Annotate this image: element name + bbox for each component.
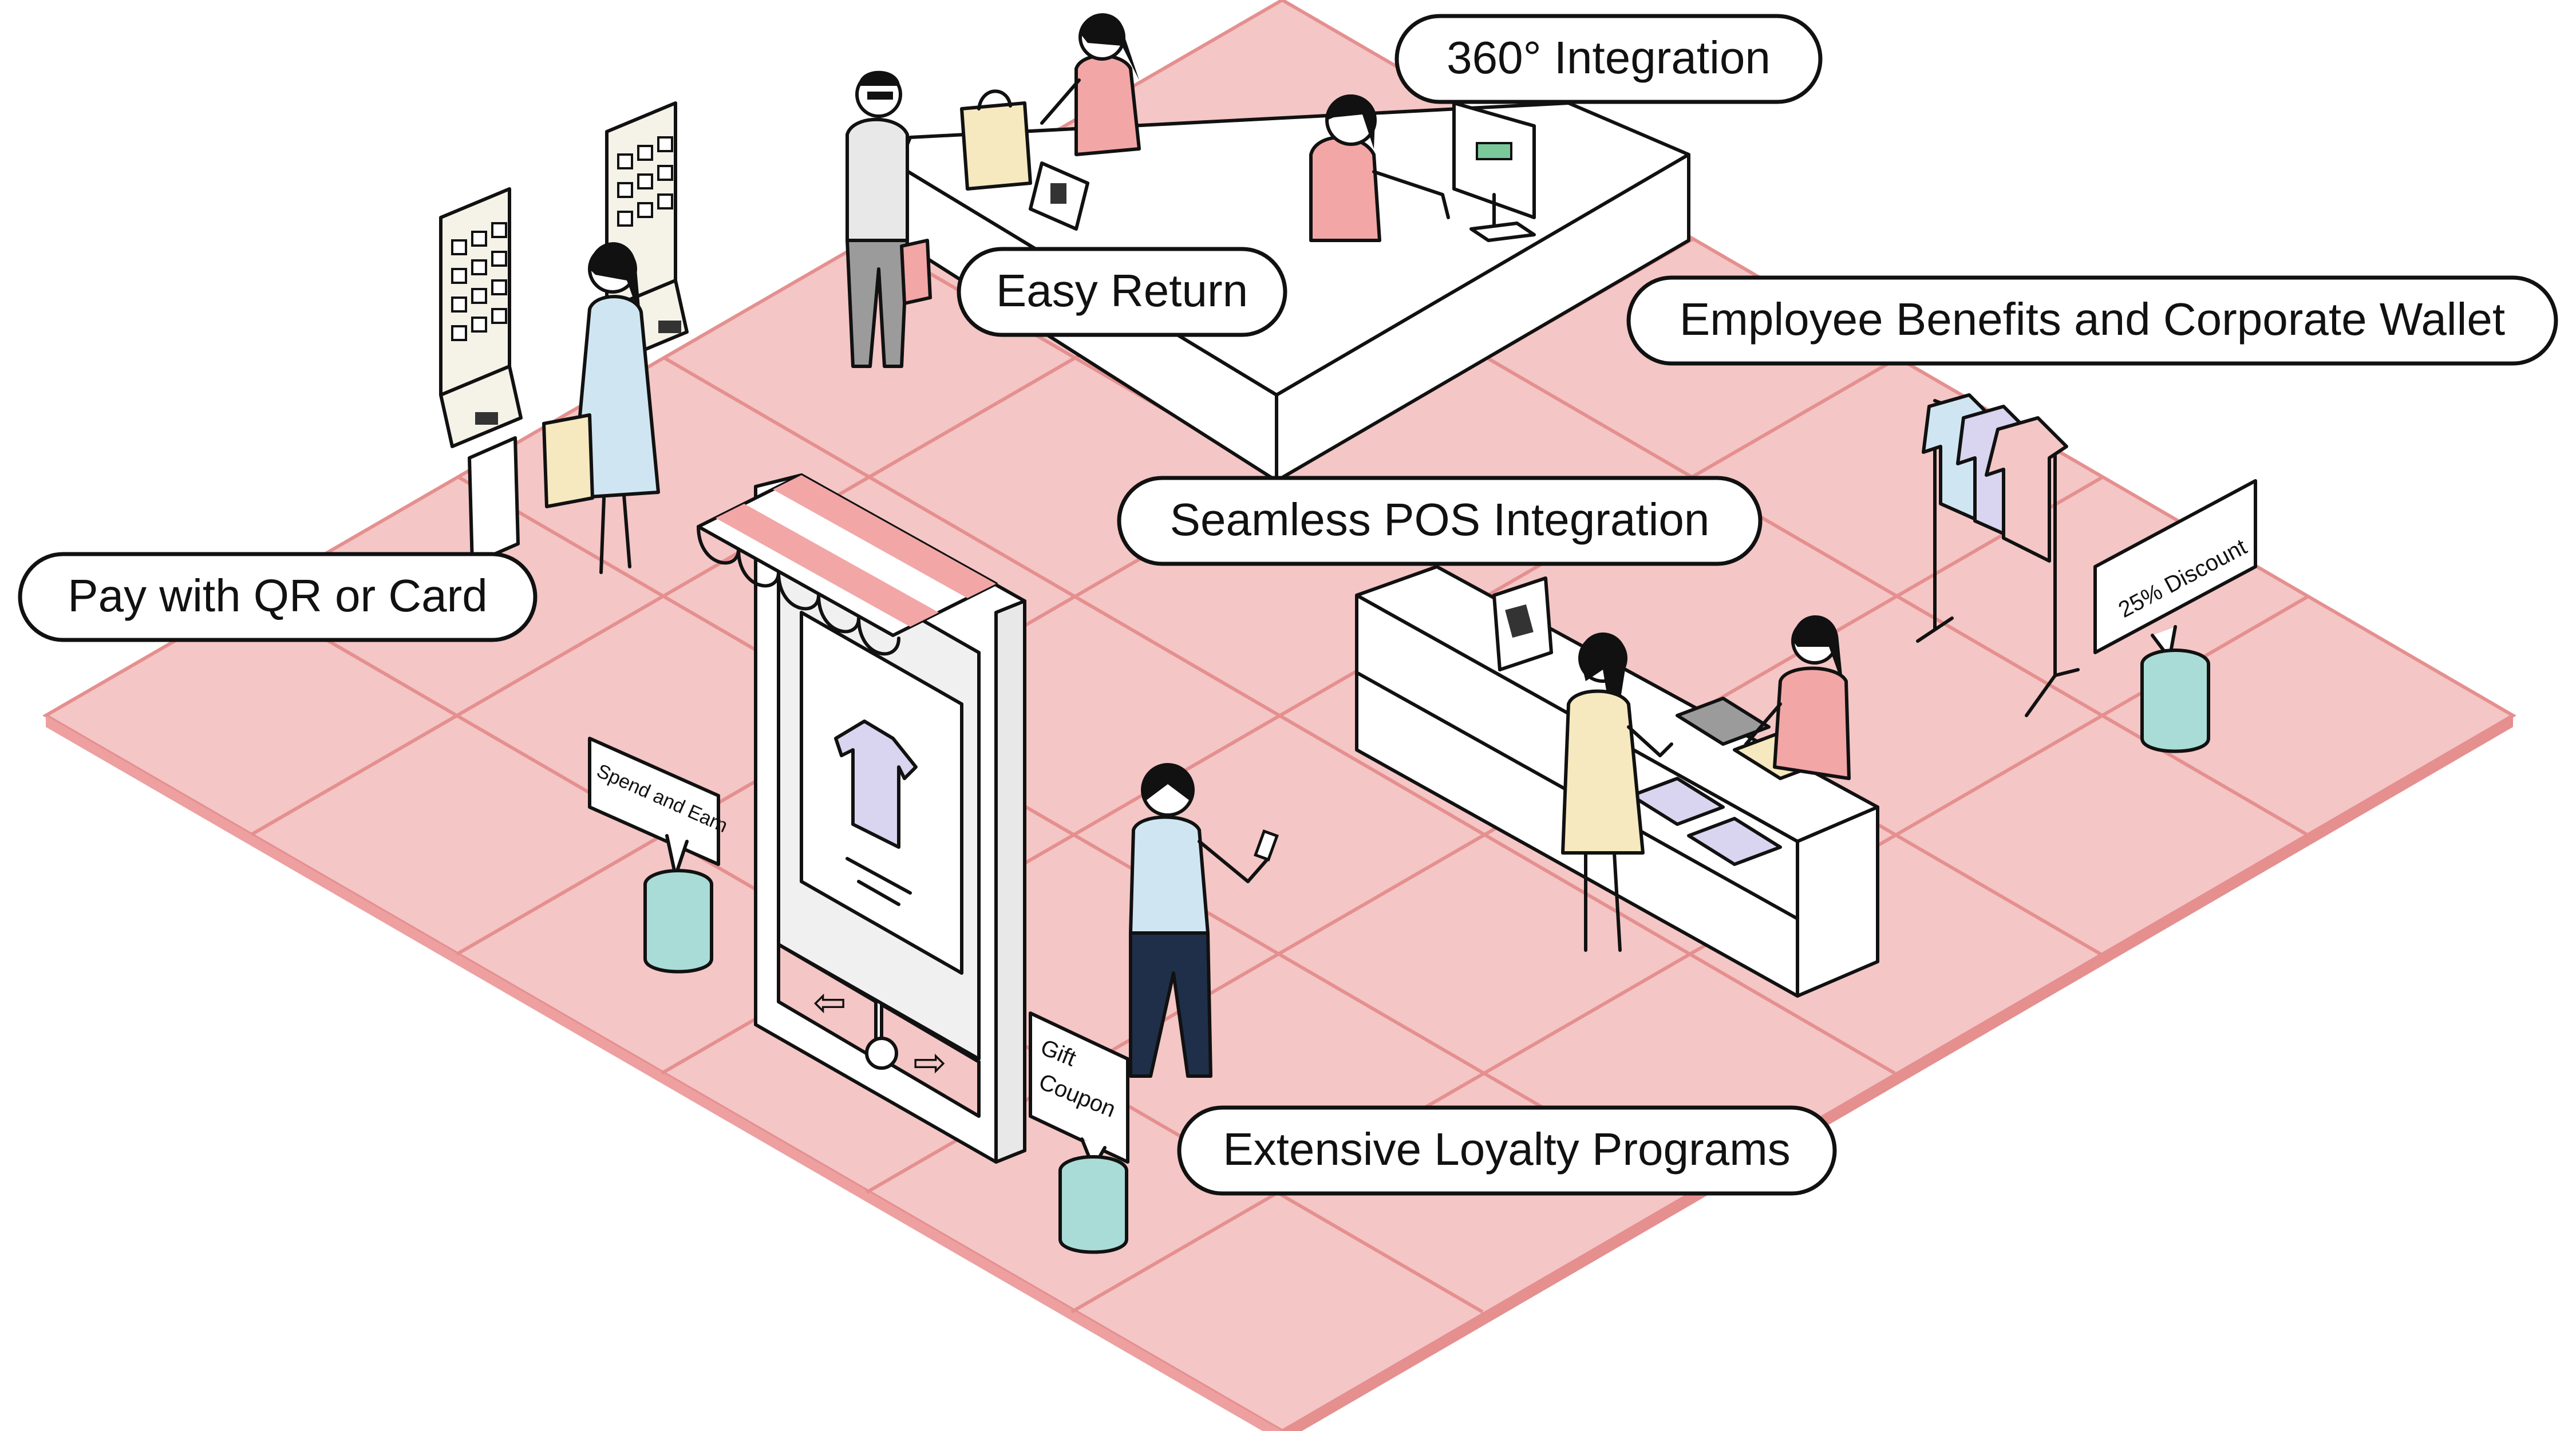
- right-arrow-icon: ⇨: [913, 1039, 947, 1086]
- label-pay-qr-card-text: Pay with QR or Card: [68, 570, 488, 621]
- counter-front-right: [1275, 153, 1690, 483]
- pos-saleswoman: [1744, 615, 1851, 780]
- label-seamless-pos: Seamless POS Integration: [1117, 476, 1763, 566]
- label-employee-benefits-text: Employee Benefits and Corporate Wallet: [1680, 294, 2505, 345]
- kiosk-2-keypad: [617, 136, 673, 227]
- label-loyalty-programs-text: Extensive Loyalty Programs: [1223, 1124, 1791, 1175]
- floor-edge-right: [1282, 716, 2513, 1431]
- label-loyalty-programs: Extensive Loyalty Programs: [1177, 1105, 1837, 1196]
- kiosk-1-keypad: [451, 222, 507, 341]
- tshirt-product: [834, 720, 918, 849]
- monitor-screen-green: [1476, 142, 1512, 160]
- label-seamless-pos-text: Seamless POS Integration: [1170, 494, 1710, 545]
- label-easy-return-text: Easy Return: [996, 265, 1248, 316]
- shopping-bag-yellow: [960, 101, 1032, 191]
- shirt-pink: [1985, 416, 2068, 563]
- clothes-rack: [1916, 393, 2080, 717]
- pos-customer-woman: [1561, 633, 1673, 952]
- label-easy-return: Easy Return: [957, 247, 1287, 337]
- saleswoman-person: [960, 13, 1141, 191]
- shopper-woman-blue-dress: [542, 242, 660, 574]
- handheld-phone: [1253, 829, 1279, 861]
- awning: [697, 473, 998, 656]
- monitor-base: [1469, 222, 1536, 242]
- shopping-bag-cream: [542, 413, 594, 508]
- left-arrow-icon: ⇦: [813, 979, 847, 1026]
- label-360-integration-text: 360° Integration: [1447, 32, 1771, 83]
- home-button-icon: [865, 1037, 898, 1070]
- spend-and-earn-sign: Spend and Earn: [588, 737, 731, 974]
- phone-storefront: ⇦ ⇨: [697, 473, 1026, 1164]
- gift-coupon-sign: Gift Coupon: [1029, 1011, 1129, 1254]
- shopper-man-phone: [1129, 763, 1279, 1078]
- label-360-integration: 360° Integration: [1394, 14, 1823, 104]
- label-employee-benefits: Employee Benefits and Corporate Wallet: [1626, 275, 2558, 366]
- counter-tablet-screen: [1050, 183, 1066, 204]
- shopping-bag-pink: [900, 239, 932, 305]
- discount-sign: 25% Discount: [2093, 479, 2257, 753]
- cashier-person: [1309, 94, 1450, 242]
- phone-side: [994, 599, 1026, 1164]
- label-pay-qr-card: Pay with QR or Card: [18, 552, 538, 642]
- self-checkout-kiosk-1: [439, 187, 523, 566]
- shopper-man-sunglasses: [846, 70, 932, 368]
